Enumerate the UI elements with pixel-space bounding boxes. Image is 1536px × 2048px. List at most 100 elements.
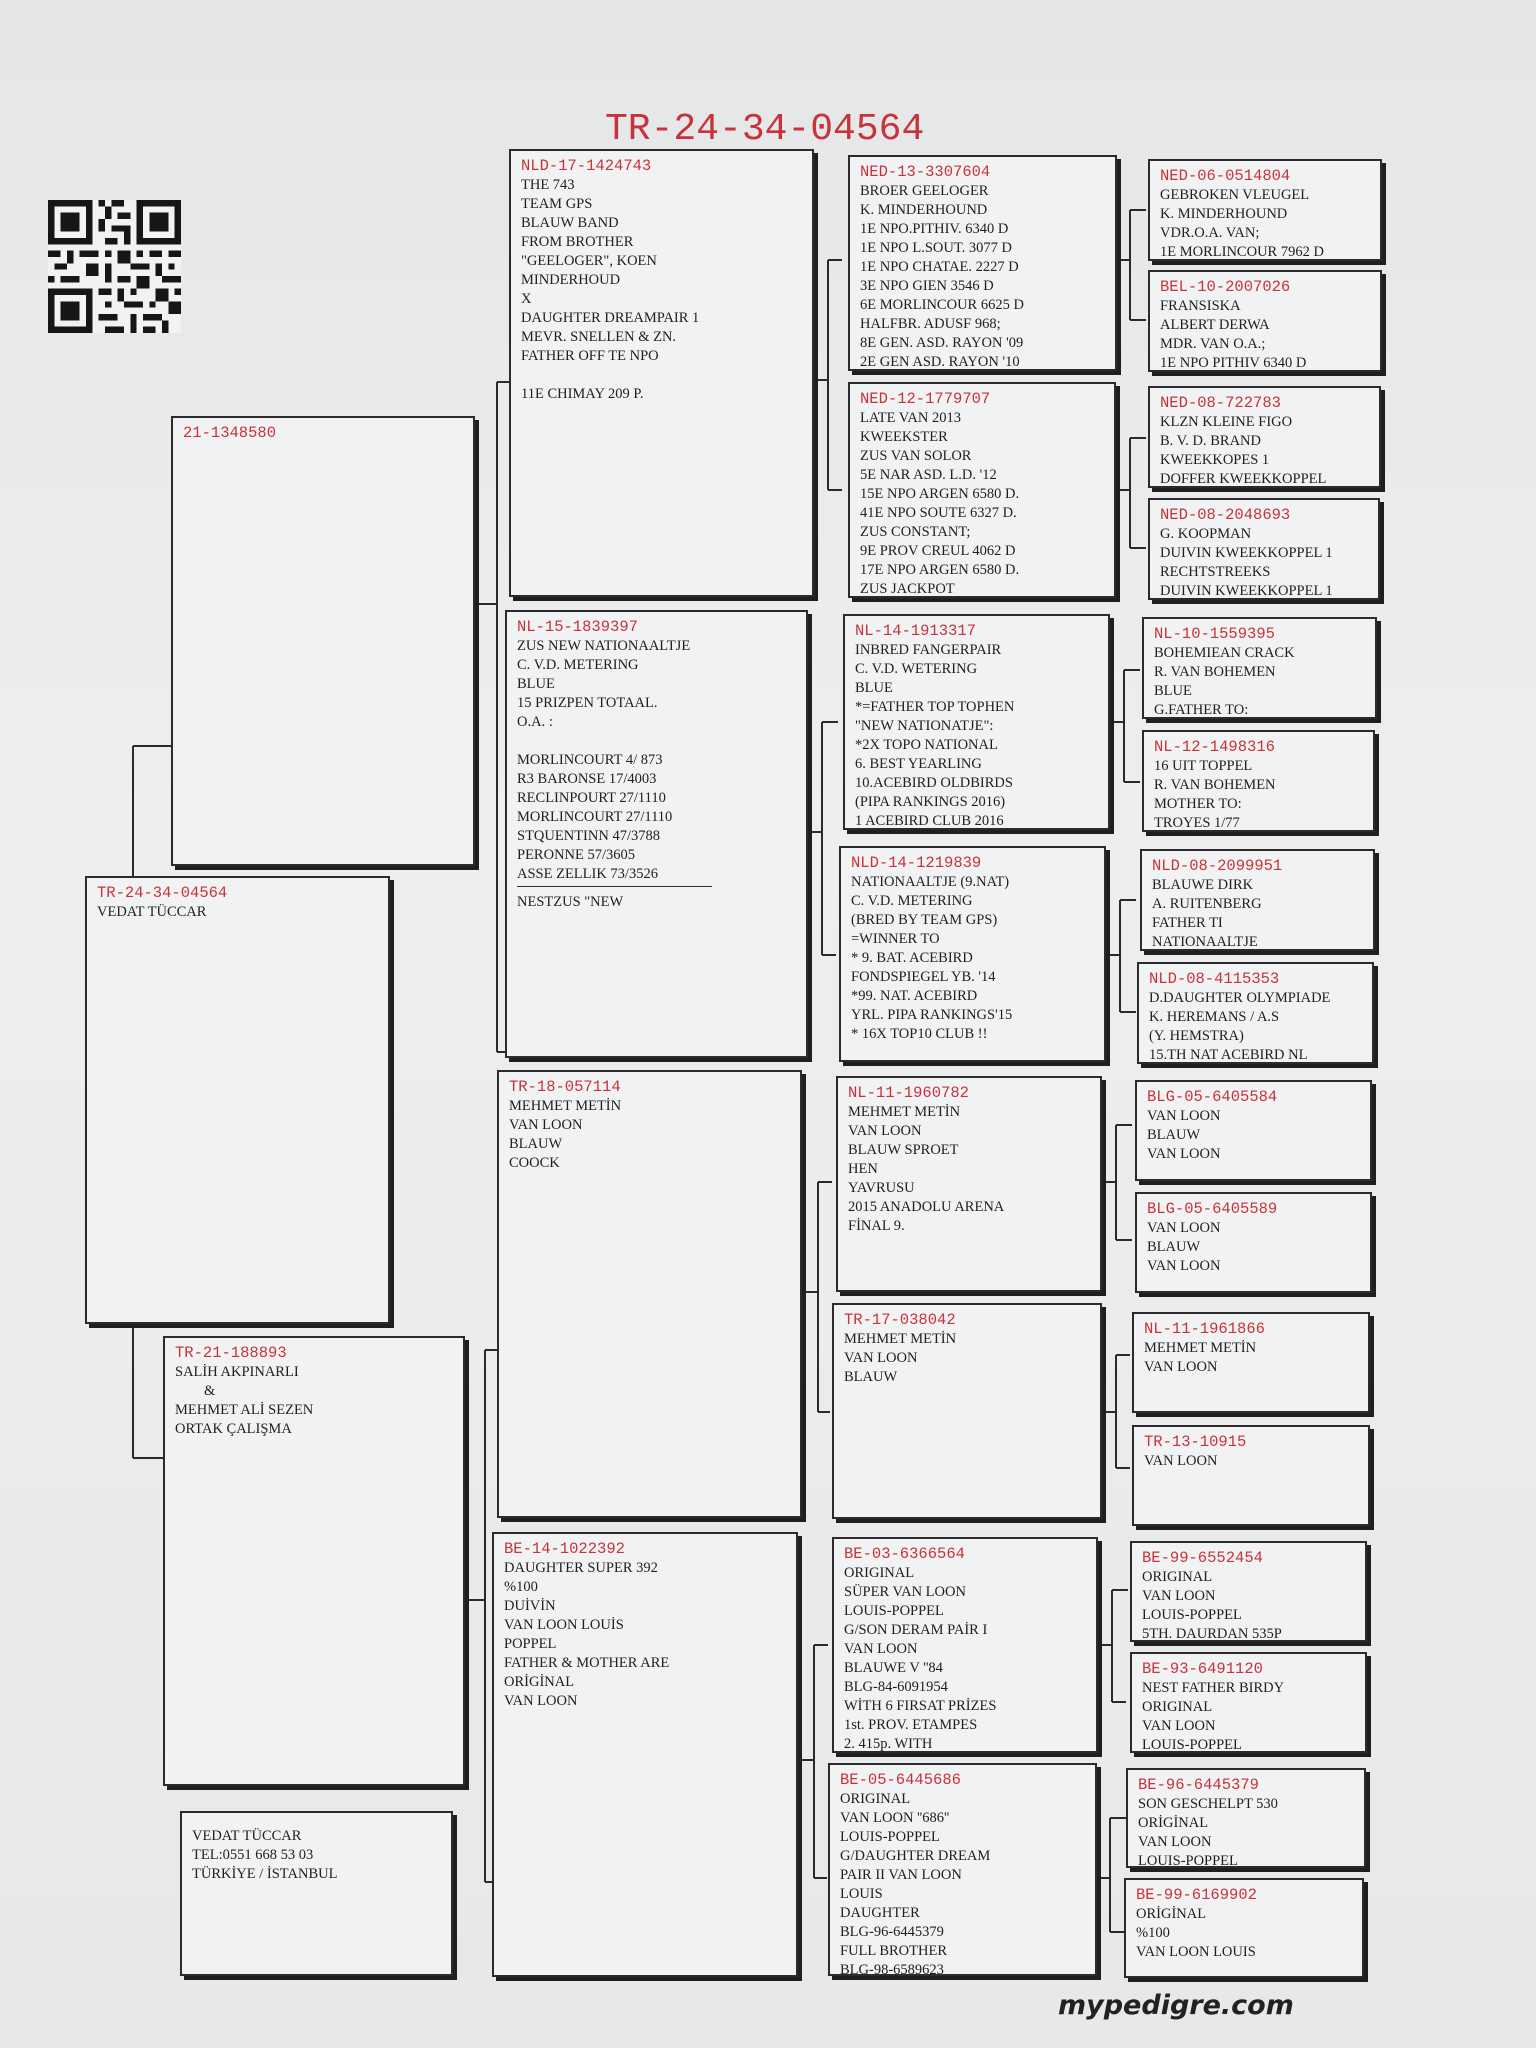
box-line: TROYES 1/77: [1154, 815, 1240, 831]
ring-number: BE-14-1022392: [504, 1540, 625, 1558]
box-line: K. MINDERHOUND: [1160, 206, 1288, 222]
box-line: 1E NPO.PITHIV. 6340 D: [860, 221, 1009, 237]
box-line: G/DAUGHTER DREAM: [840, 1848, 991, 1864]
ring-number: NED-13-3307604: [860, 163, 991, 181]
box-line: LOUIS-POPPEL: [1142, 1737, 1242, 1753]
box-line: [521, 366, 804, 385]
box-line: 1E NPO PITHIV 6340 D: [1160, 355, 1307, 371]
box-line: X: [521, 291, 532, 307]
box-line: FATHER OFF TE NPO: [521, 348, 659, 364]
box-line: POPPEL: [504, 1636, 557, 1652]
box-line: 15 PRIZPEN TOTAAL.: [517, 695, 658, 711]
box-line: 1E NPO CHATAE. 2227 D: [860, 259, 1019, 275]
box-line: C. V.D. METERING: [851, 893, 973, 909]
box-line: B. V. D. BRAND: [1160, 433, 1261, 449]
box-line: (BRED BY TEAM GPS): [851, 912, 998, 928]
box-line: ORIGINAL: [844, 1565, 915, 1581]
box-line: BLAUW: [844, 1369, 898, 1385]
ring-number: NLD-08-2099951: [1152, 857, 1283, 875]
box-line: O.A. :: [517, 714, 553, 730]
box-line: [517, 732, 798, 751]
box-line: ORIGINAL: [1142, 1569, 1213, 1585]
box-line: R. VAN BOHEMEN: [1154, 777, 1276, 793]
box-line: BROER GEELOGER: [860, 183, 989, 199]
pedigree-subject-box[interactable]: TR-24-34-04564 VEDAT TÜCCAR: [85, 876, 390, 1324]
box-line: 5E NAR ASD. L.D. '12: [860, 467, 997, 483]
ring-number: NL-12-1498316: [1154, 738, 1275, 756]
gen4-box-4[interactable]: NLD-14-1219839 NATIONAALTJE (9.NAT)C. V.…: [839, 846, 1106, 1062]
box-line: LOUIS-POPPEL: [1142, 1607, 1242, 1623]
brand-watermark[interactable]: mypedigre.com: [1058, 1990, 1294, 2021]
dam-box[interactable]: TR-21-188893 SALİH AKPINARLI & MEHMET AL…: [163, 1336, 465, 1786]
box-line: A. RUITENBERG: [1152, 896, 1262, 912]
box-line: G.FATHER TO:: [1154, 702, 1249, 718]
gen5-box-12[interactable]: TR-13-10915 VAN LOON: [1132, 1425, 1370, 1526]
ring-number: NED-08-722783: [1160, 394, 1281, 412]
box-line: ZUS VAN SOLOR: [860, 448, 972, 464]
box-line: (Y. HEMSTRA): [1149, 1028, 1244, 1044]
ring-number: BE-93-6491120: [1142, 1660, 1263, 1678]
box-line: MOTHER TO:: [1154, 796, 1242, 812]
box-line: 6E MORLINCOUR 6625 D: [860, 297, 1024, 313]
box-line: *99. NAT. ACEBIRD: [851, 988, 978, 1004]
box-line: BLAUW: [1147, 1127, 1201, 1143]
ring-number: NED-12-1779707: [860, 390, 991, 408]
gen4-box-1[interactable]: NED-13-3307604 BROER GEELOGER K. MINDERHO…: [848, 155, 1117, 371]
sire-box[interactable]: 21-1348580: [171, 416, 475, 866]
box-line: VAN LOON: [1147, 1146, 1221, 1162]
box-line: FATHER & MOTHER ARE: [504, 1655, 670, 1671]
box-line: 5TH. DAURDAN 535P: [1142, 1626, 1282, 1642]
box-line: VAN LOON: [509, 1117, 583, 1133]
box-line: 10.ACEBIRD OLDBIRDS: [855, 775, 1013, 791]
gen5-lines-12: VAN LOON: [1144, 1452, 1360, 1471]
box-line: 1E NPO L.SOUT. 3077 D: [860, 240, 1012, 256]
box-line: VDR.O.A. VAN;: [1160, 225, 1260, 241]
box-line: SÜPER VAN LOON: [844, 1584, 966, 1600]
ring-number: BE-03-6366564: [844, 1545, 965, 1563]
box-line: 1st. PROV. ETAMPES: [844, 1717, 978, 1733]
ring-number: BE-99-6169902: [1136, 1886, 1257, 1904]
box-line: C. V.D. WETERING: [855, 661, 978, 677]
box-line: G. KOOPMAN: [1160, 526, 1252, 542]
box-line: ASSE ZELLIK 73/3526: [517, 866, 658, 882]
box-line: BLG-98-6589623: [840, 1962, 944, 1976]
box-line: FATHER TI: [1152, 915, 1223, 931]
box-line: K. MINDERHOUND: [860, 202, 988, 218]
ring-number: BE-99-6552454: [1142, 1549, 1263, 1567]
box-line: *2X TOPO NATIONAL: [855, 737, 998, 753]
qr-code[interactable]: [48, 200, 181, 333]
box-line: HALFBR. ADUSF 968;: [860, 316, 1001, 332]
box-line: MEHMET METİN: [848, 1104, 961, 1120]
ring-number: NL-11-1960782: [848, 1084, 969, 1102]
